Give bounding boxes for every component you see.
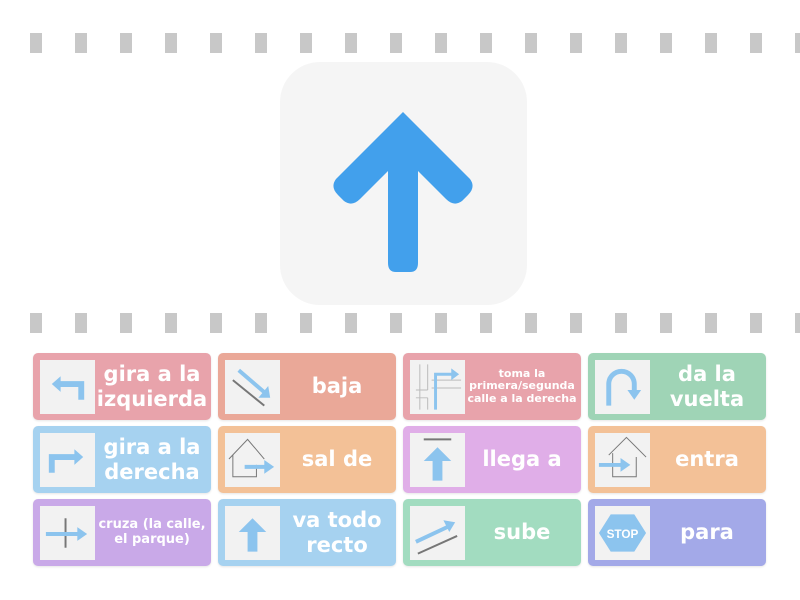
strip-hole: [525, 313, 537, 333]
tile-image: [40, 360, 95, 414]
strip-hole: [390, 33, 402, 53]
strip-hole: [345, 313, 357, 333]
strip-hole: [480, 33, 492, 53]
tile-label: para: [680, 520, 734, 545]
stop-text: STOP: [607, 528, 639, 541]
go-up-icon: [415, 520, 458, 555]
strip-hole: [795, 33, 800, 53]
tile-image: [595, 360, 650, 414]
tile-label: da la vuelta: [669, 362, 745, 411]
tile-image: [40, 433, 95, 487]
strip-hole: [210, 313, 222, 333]
tile-label: gira a la derecha: [103, 435, 201, 484]
tile-label: llega a: [482, 447, 562, 472]
strip-hole: [255, 33, 267, 53]
current-card: [280, 62, 527, 305]
tile-image: [225, 506, 280, 560]
tile-label: va todo recto: [292, 508, 382, 557]
arrow-up-icon: [333, 112, 473, 272]
strip-hole: [615, 33, 627, 53]
answer-tile[interactable]: va todo recto: [218, 499, 396, 566]
u-turn-icon: [606, 368, 642, 406]
strip-hole: [300, 33, 312, 53]
tile-label: baja: [311, 374, 363, 399]
strip-hole: [255, 313, 267, 333]
tile-label: gira a la izquierda: [96, 362, 208, 411]
strip-hole: [30, 313, 42, 333]
tile-image: [595, 433, 650, 487]
answer-tile[interactable]: llega a: [403, 426, 581, 493]
film-strip-bottom: [0, 313, 800, 333]
strip-hole: [30, 33, 42, 53]
strip-hole: [435, 33, 447, 53]
tile-label: cruza (la calle, el parque): [98, 516, 206, 547]
strip-hole: [165, 313, 177, 333]
strip-hole: [120, 313, 132, 333]
turn-right-icon: [48, 449, 84, 473]
tile-label: toma la primera/segunda calle a la derec…: [467, 366, 577, 405]
strip-hole: [480, 313, 492, 333]
strip-hole: [660, 313, 672, 333]
strip-hole: [615, 313, 627, 333]
answer-tile[interactable]: da la vuelta: [588, 353, 766, 420]
tile-image: [225, 433, 280, 487]
tile-image: [410, 360, 465, 414]
turn-left-icon: [51, 376, 85, 400]
strip-hole: [750, 33, 762, 53]
exit-house-icon: [228, 438, 275, 478]
tile-image: [40, 506, 95, 560]
enter-house-icon: [598, 436, 647, 478]
strip-hole: [120, 33, 132, 53]
answer-tile[interactable]: entra: [588, 426, 766, 493]
answer-tile[interactable]: sal de: [218, 426, 396, 493]
tile-label: sube: [493, 520, 551, 545]
cross-icon: [45, 518, 88, 548]
strip-hole: [570, 313, 582, 333]
arrive-icon: [423, 438, 452, 481]
strip-hole: [210, 33, 222, 53]
take-street-right-icon: [415, 364, 462, 410]
tile-image: STOP: [595, 506, 650, 560]
tile-image: [225, 360, 280, 414]
strip-hole: [660, 33, 672, 53]
strip-hole: [570, 33, 582, 53]
strip-hole: [75, 313, 87, 333]
straight-icon: [238, 518, 267, 552]
answer-tile[interactable]: baja: [218, 353, 396, 420]
strip-hole: [300, 313, 312, 333]
strip-hole: [165, 33, 177, 53]
answer-tile[interactable]: cruza (la calle, el parque): [33, 499, 211, 566]
stop-sign-icon: STOP: [598, 514, 647, 552]
answer-tile[interactable]: STOP para: [588, 499, 766, 566]
strip-hole: [750, 313, 762, 333]
strip-hole: [390, 313, 402, 333]
strip-hole: [435, 313, 447, 333]
strip-hole: [795, 313, 800, 333]
go-down-icon: [232, 368, 271, 407]
answer-tile[interactable]: gira a la derecha: [33, 426, 211, 493]
answer-tile[interactable]: toma la primera/segunda calle a la derec…: [403, 353, 581, 420]
strip-hole: [75, 33, 87, 53]
tile-label: entra: [675, 447, 739, 472]
strip-hole: [345, 33, 357, 53]
strip-hole: [705, 313, 717, 333]
tile-image: [410, 506, 465, 560]
strip-hole: [705, 33, 717, 53]
tile-label: sal de: [301, 447, 373, 472]
film-strip-top: [0, 33, 800, 53]
strip-hole: [525, 33, 537, 53]
answer-tile[interactable]: sube: [403, 499, 581, 566]
answer-tile[interactable]: gira a la izquierda: [33, 353, 211, 420]
tile-image: [410, 433, 465, 487]
